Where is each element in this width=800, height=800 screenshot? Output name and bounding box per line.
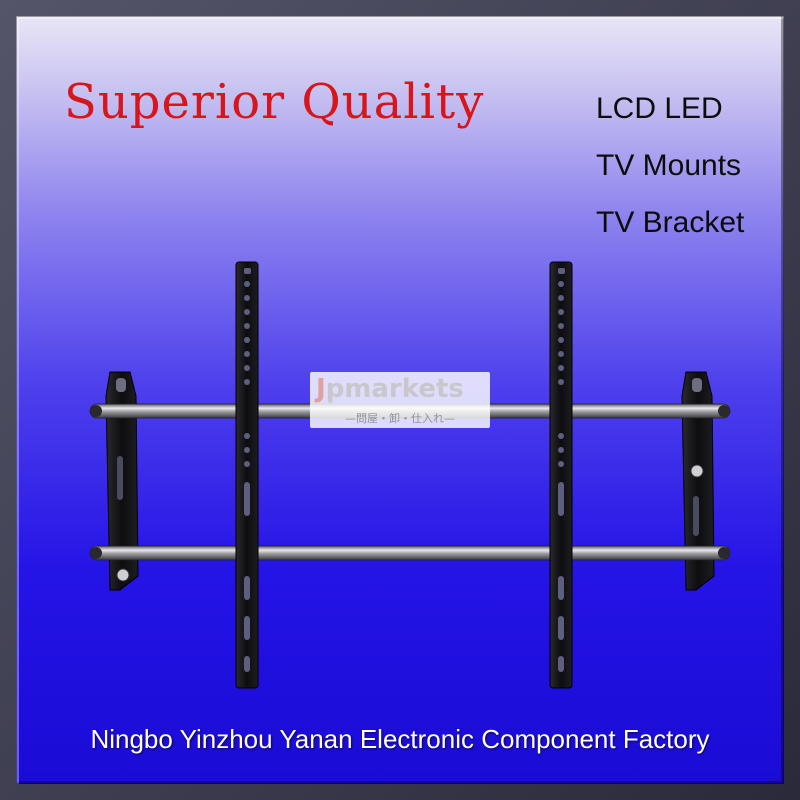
bottom-rail xyxy=(89,545,731,561)
right-vertical-arm xyxy=(549,261,573,689)
spec-item-tv-bracket: TV Bracket xyxy=(596,206,745,239)
spec-list: LCD LED TV Mounts TV Bracket xyxy=(596,80,744,251)
product-banner: Superior Quality LCD LED TV Mounts TV Br… xyxy=(16,16,784,784)
left-vertical-arm xyxy=(235,261,259,689)
left-wall-plate xyxy=(105,371,139,591)
watermark: Jpmarkets —問屋・卸・仕入れ— xyxy=(310,372,490,428)
watermark-logo: Jpmarkets xyxy=(316,374,464,404)
right-wall-plate xyxy=(681,371,715,591)
spec-item-tv-mounts: TV Mounts xyxy=(596,149,742,182)
watermark-subtitle: —問屋・卸・仕入れ— xyxy=(345,412,455,425)
spec-item-lcd-led: LCD LED xyxy=(596,92,723,125)
headline: Superior Quality xyxy=(64,74,485,130)
company-name: Ningbo Yinzhou Yanan Electronic Componen… xyxy=(90,724,710,754)
